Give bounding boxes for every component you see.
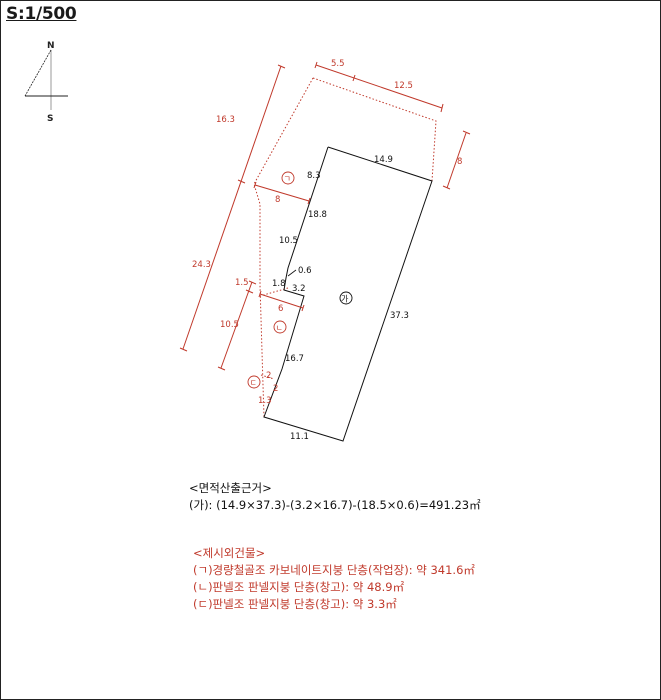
- south-label: S: [47, 114, 53, 124]
- north-arrow-icon: N S: [24, 41, 68, 124]
- svg-text:14.9: 14.9: [374, 155, 393, 165]
- svg-text:16.7: 16.7: [285, 354, 304, 364]
- svg-text:8: 8: [457, 157, 462, 167]
- svg-text:0.6: 0.6: [298, 266, 312, 276]
- svg-text:16.3: 16.3: [216, 115, 235, 125]
- svg-text:10.5: 10.5: [279, 236, 298, 246]
- area-calc-formula: (가): (14.9×37.3)-(3.2×16.7)-(18.5×0.6)=4…: [189, 498, 481, 512]
- structure-label-nieun: ㄴ: [273, 320, 287, 334]
- svg-text:12.5: 12.5: [394, 81, 413, 91]
- svg-text:24.3: 24.3: [192, 260, 211, 270]
- extra-building-item: (ㄴ)판넬조 판넬지붕 단층(창고): 약 48.9㎡: [193, 580, 405, 594]
- area-calc-title: <면적산출근거>: [189, 481, 272, 495]
- jog-arrow: [287, 269, 297, 277]
- structure-label-giyeok: ㄱ: [281, 171, 295, 185]
- svg-text:2: 2: [266, 371, 271, 381]
- svg-text:1.5: 1.5: [235, 278, 249, 288]
- svg-text:37.3: 37.3: [390, 311, 409, 321]
- extra-building-item: (ㄷ)판넬조 판넬지붕 단층(창고): 약 3.3㎡: [193, 597, 397, 611]
- main-building-outline: [263, 146, 433, 442]
- svg-text:1.8: 1.8: [272, 279, 286, 289]
- extra-structure-outline: [253, 77, 437, 418]
- svg-text:3.2: 3.2: [292, 284, 306, 294]
- svg-text:11.1: 11.1: [290, 432, 309, 442]
- north-label: N: [47, 41, 55, 51]
- svg-text:1.3: 1.3: [258, 396, 272, 406]
- svg-text:8: 8: [275, 195, 280, 205]
- extra-buildings-title: <제시외건물>: [193, 546, 266, 560]
- svg-text:5.5: 5.5: [331, 59, 345, 69]
- svg-text:2: 2: [273, 384, 278, 394]
- structure-label-digeut: ㄷ: [247, 375, 261, 389]
- main-building-dimension-labels: 14.9 37.3 11.1 8.3 18.8 10.5 0.6 1.8 3.2…: [272, 155, 409, 442]
- dimension-lines: [179, 61, 471, 371]
- svg-text:가: 가: [341, 295, 349, 304]
- svg-text:18.8: 18.8: [308, 210, 327, 220]
- extra-buildings-list: <제시외건물> (ㄱ)경량철골조 카보네이트지붕 단층(작업장): 약 341.…: [193, 545, 475, 613]
- svg-text:ㄱ: ㄱ: [284, 175, 291, 184]
- svg-text:ㄷ: ㄷ: [250, 379, 257, 388]
- scale-label: S:1/500: [6, 4, 77, 24]
- extra-building-item: (ㄱ)경량철골조 카보네이트지붕 단층(작업장): 약 341.6㎡: [193, 563, 475, 577]
- svg-text:10.5: 10.5: [220, 320, 239, 330]
- extra-structure-dimension-labels: 16.3 5.5 12.5 8 8 24.3 1.5 10.5 6 2 2 1.…: [192, 59, 462, 406]
- building-label-ga: 가: [339, 291, 353, 305]
- svg-text:ㄴ: ㄴ: [276, 324, 283, 333]
- svg-text:8.3: 8.3: [307, 171, 321, 181]
- svg-text:6: 6: [278, 304, 283, 314]
- area-calculation: <면적산출근거> (가): (14.9×37.3)-(3.2×16.7)-(18…: [189, 480, 481, 514]
